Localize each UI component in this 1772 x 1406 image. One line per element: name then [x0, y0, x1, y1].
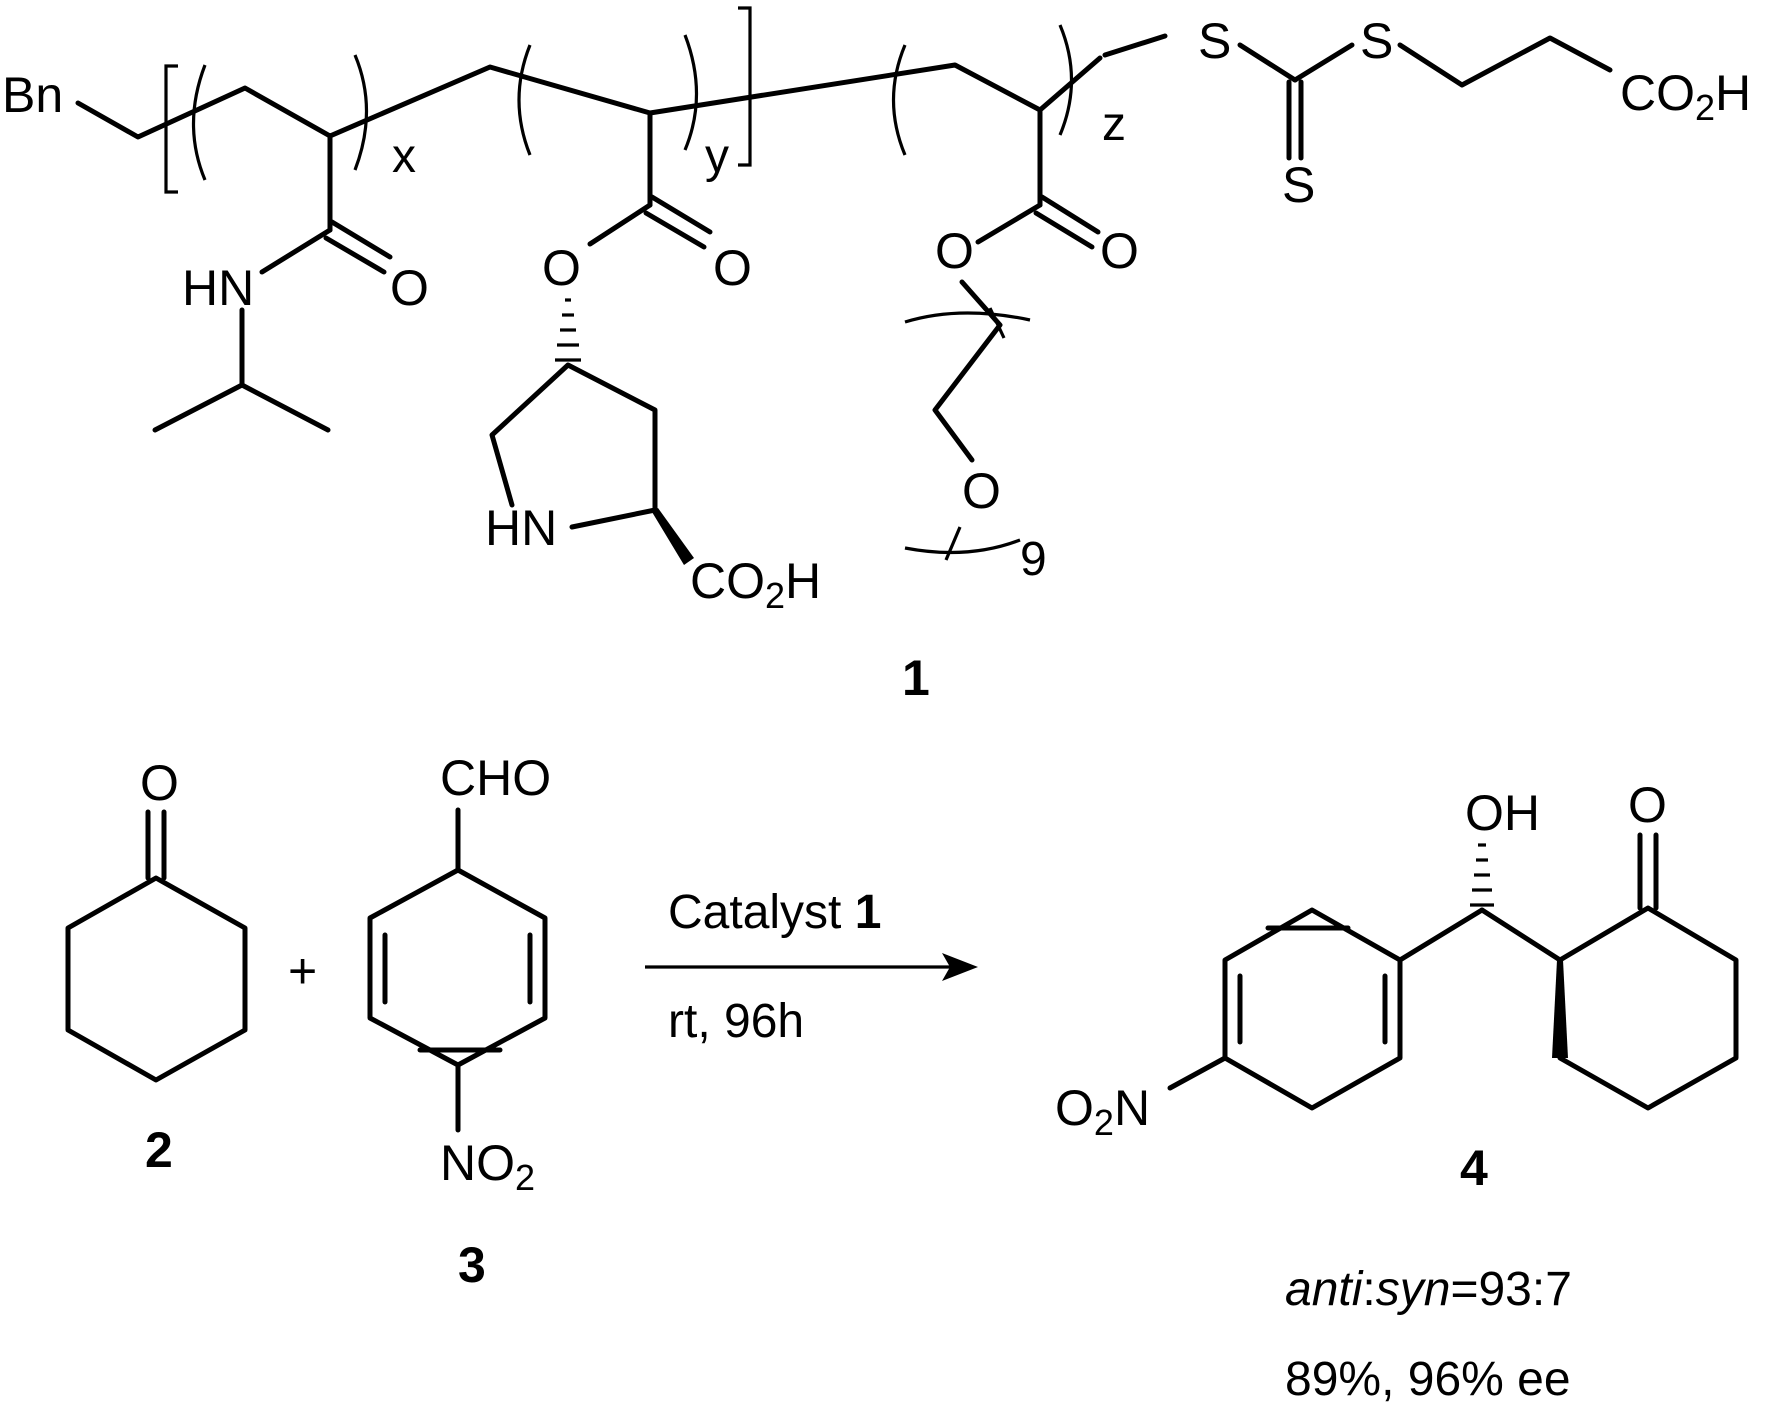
hydroxyl-oh: OH [1465, 785, 1540, 841]
repeat-x: x [392, 130, 416, 183]
bracket-left [164, 64, 178, 194]
ester-o-z: O [935, 223, 974, 279]
sulfur-2: S [1360, 13, 1393, 69]
paren-y-left [517, 44, 532, 156]
paren-z-right [1058, 24, 1074, 136]
peg-repeat-9: 9 [1020, 533, 1047, 586]
thione-sulfur: S [1282, 157, 1315, 213]
plus-sign: + [288, 943, 317, 999]
unit-x-nipam: HN O [152, 133, 429, 433]
carbonyl-o-z: O [1100, 223, 1139, 279]
repeat-z: z [1102, 98, 1126, 151]
ketone-o-2: O [140, 755, 179, 811]
hashed-bond-o-c4 [555, 298, 581, 362]
paren-x-left [191, 64, 207, 181]
bracket-right [738, 6, 752, 167]
trithiocarbonate-end: S S S CO2H [1198, 13, 1751, 213]
diastereoselectivity: anti:syn=93:7 [1285, 1263, 1572, 1316]
amide-o: O [390, 260, 429, 316]
compound-label-3: 3 [458, 1237, 486, 1293]
compound-label-4: 4 [1460, 1140, 1488, 1196]
compound-4-aldol-product: OH O O2N 4 anti:syn=93:7 89%, 96% ee [1055, 777, 1739, 1406]
terminal-co2h: CO2H [1620, 65, 1751, 128]
paren-x-right [353, 54, 369, 171]
end-group-bn: Bn [2, 67, 63, 123]
wedge-bond-ring [1552, 960, 1568, 1058]
compound-label-1: 1 [902, 650, 930, 706]
c-s-bond [1102, 33, 1168, 58]
hashed-bond-oh [1470, 843, 1494, 907]
compound-2-cyclohexanone: O 2 [65, 755, 248, 1178]
reaction-arrow: Catalyst 1 rt, 96h [645, 886, 978, 1048]
paren-z-left [891, 44, 907, 156]
nitro-group-3: NO2 [440, 1135, 535, 1198]
pyrrolidine-ring [489, 362, 658, 530]
unit-y-hydroxyproline: O O HN CO2H [485, 110, 821, 616]
compound-label-2: 2 [145, 1122, 173, 1178]
peg-o: O [962, 463, 1001, 519]
compound-3-nitrobenzaldehyde: CHO NO2 3 [367, 750, 551, 1293]
pyrrolidine-nh: HN [485, 500, 557, 556]
wedge-bond-co2h [652, 508, 694, 565]
nitro-group-4: O2N [1055, 1080, 1150, 1143]
paren-peg-bottom [904, 538, 1021, 555]
repeat-y: y [705, 130, 729, 183]
sulfur-1: S [1198, 13, 1231, 69]
proline-co2h: CO2H [690, 553, 821, 616]
peg-chain [932, 279, 1003, 463]
paren-peg-top [904, 311, 1031, 324]
unit-z-peg-acrylate: O O O 9 [904, 107, 1139, 586]
ketone-o-4: O [1628, 777, 1667, 833]
polymer-catalyst-1: Bn x y z HN O [2, 6, 1751, 706]
yield-and-ee: 89%, 96% ee [1285, 1353, 1571, 1406]
carbonyl-o-y: O [713, 240, 752, 296]
ester-o-y: O [542, 240, 581, 296]
condition-time-temp: rt, 96h [668, 995, 804, 1048]
paren-y-right [683, 34, 699, 151]
condition-catalyst: Catalyst 1 [668, 886, 881, 939]
aldehyde-cho: CHO [440, 750, 551, 806]
amide-nh: HN [182, 260, 254, 316]
backbone [75, 55, 1103, 140]
